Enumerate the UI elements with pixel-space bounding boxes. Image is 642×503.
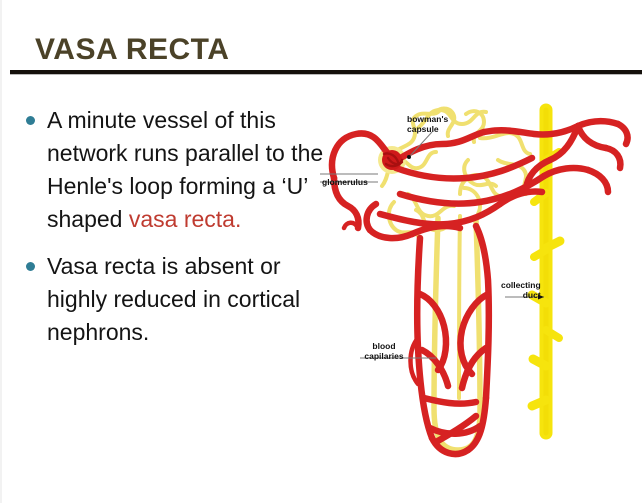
glomerulus-shape (382, 150, 404, 170)
list-item: A minute vessel of this network runs par… (16, 104, 336, 236)
label-line-2: capilaries (364, 351, 404, 361)
bullet-text-accent: vasa recta (128, 206, 235, 232)
vasa-recta-shape (328, 118, 631, 458)
bullet-text: A minute vessel of this network runs par… (47, 104, 336, 236)
leader-bowman-capsule (409, 131, 433, 157)
label-line-2: capsule (407, 124, 439, 134)
label-blood-capillaries: blood capilaries (356, 341, 412, 361)
list-item: Vasa recta is absent or highly reduced i… (16, 250, 336, 349)
bullet-list: A minute vessel of this network runs par… (16, 104, 336, 363)
label-line-1: glomerulus (322, 177, 368, 187)
bullet-text-lead: A minute vessel of this network runs par… (47, 107, 324, 232)
label-bowmans-capsule: bowman's capsule (407, 114, 448, 134)
label-leader-lines (320, 131, 544, 359)
bullet-dot-icon (26, 116, 35, 125)
title-divider (10, 70, 642, 75)
bullet-dot-icon (26, 262, 35, 271)
label-line-1: bowman's (407, 114, 449, 124)
bullet-text-lead: Vasa recta is absent or highly reduced i… (47, 253, 301, 345)
page-title: VASA RECTA (35, 33, 230, 66)
loop-of-henle-shape (431, 214, 483, 453)
bullet-text-tail: . (234, 206, 242, 232)
label-collecting-duct: collecting duct (501, 280, 541, 300)
label-line-2: duct (522, 290, 541, 300)
nephron-illustration: .vr { fill:none; stroke:#d62222; stroke-… (320, 103, 631, 458)
label-line-1: collecting (501, 280, 541, 290)
label-line-1: blood (372, 341, 396, 351)
nephron-diagram: .vr { fill:none; stroke:#d62222; stroke-… (320, 98, 642, 498)
bullet-text: Vasa recta is absent or highly reduced i… (47, 250, 336, 349)
label-glomerulus: glomerulus (322, 177, 368, 187)
